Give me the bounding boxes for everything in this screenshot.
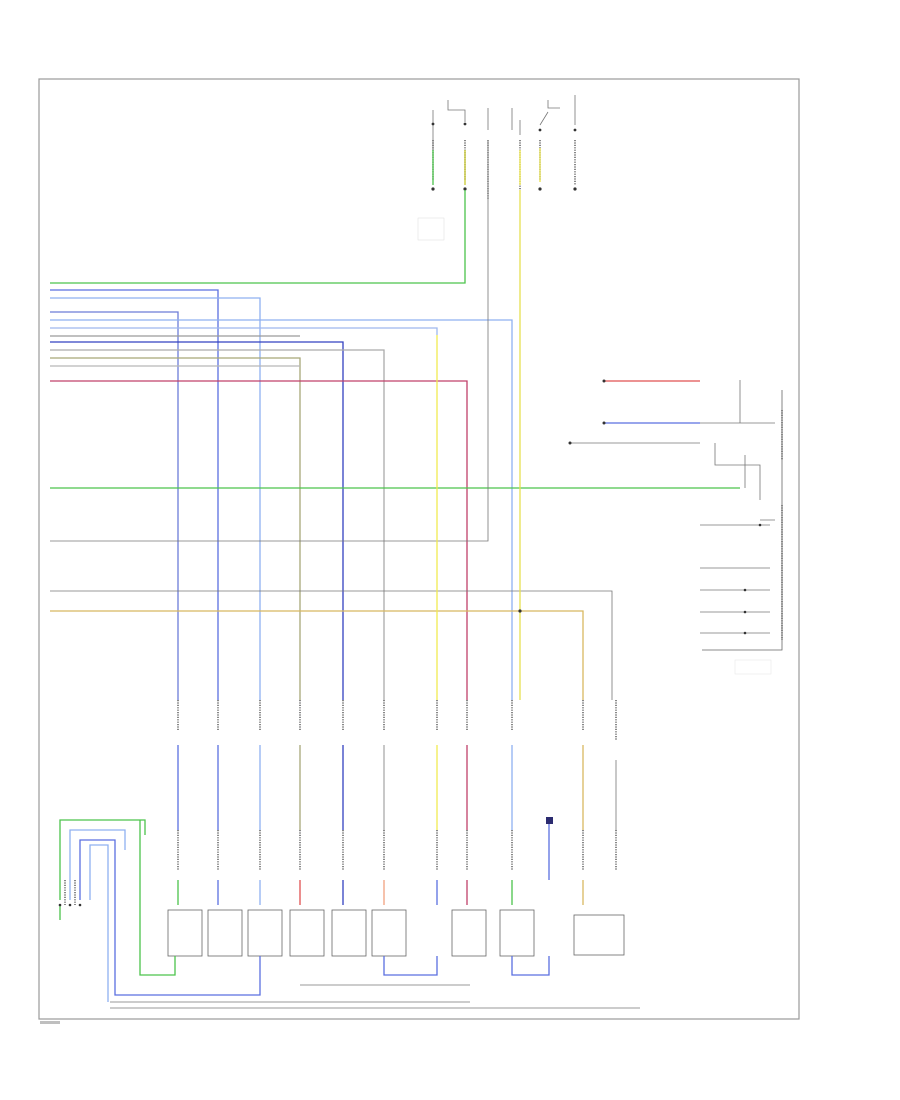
bottom-components [110,820,640,1009]
ground-terminal [546,817,553,824]
diagram-frame [38,78,800,1020]
sensor-label-left [417,217,445,241]
diagram-id-mark [40,1021,60,1024]
bus-wires [50,140,740,700]
lower-connectors [177,817,617,880]
lower-wires [177,745,617,830]
upper-connectors [177,700,617,740]
left-component [58,819,261,1002]
top-switch-group [417,95,577,241]
module-label [734,659,772,675]
right-module [568,379,783,675]
